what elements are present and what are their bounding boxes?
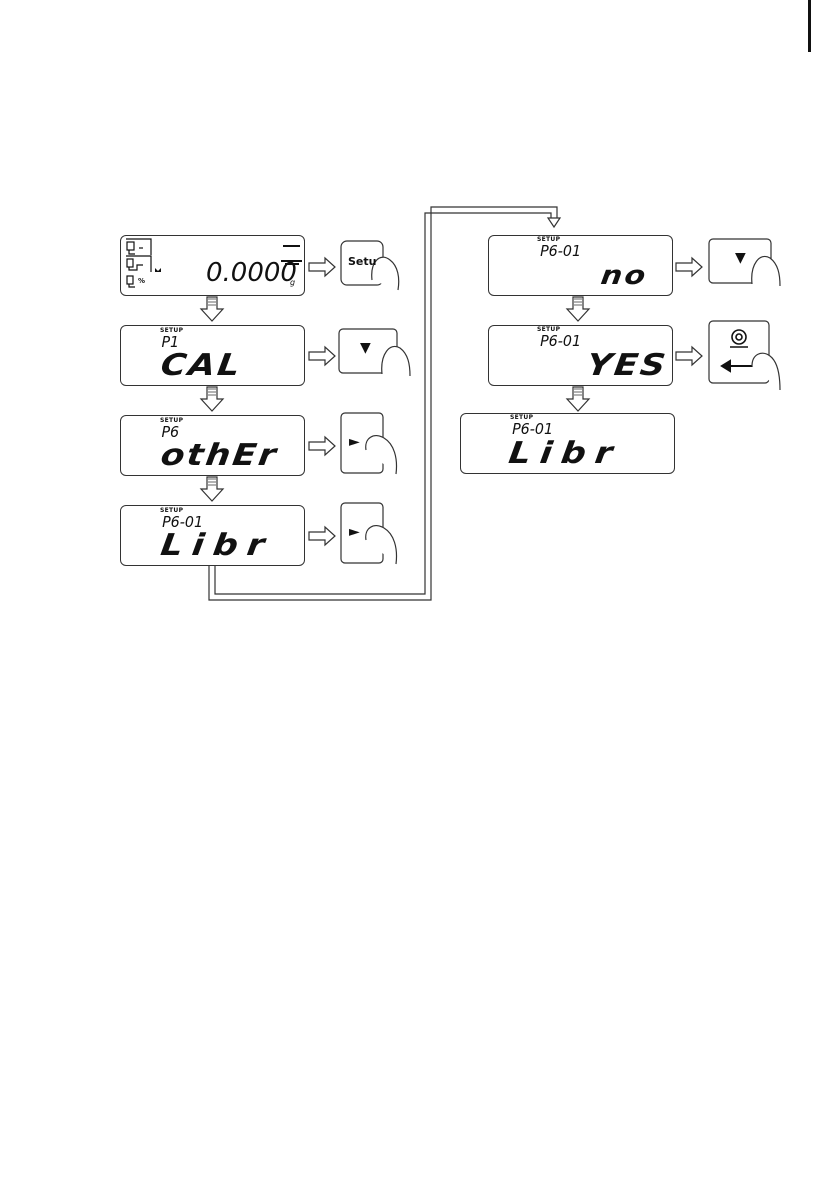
down-key-2[interactable]: ▼ — [708, 238, 782, 286]
down-arrow-icon: ▼ — [360, 340, 371, 356]
arrow-down-5 — [567, 387, 589, 411]
menu-value: Libr — [507, 436, 624, 471]
arrow-down-1 — [201, 297, 223, 321]
down-arrow-icon: ▼ — [735, 250, 746, 266]
menu-code: P6-01 — [540, 332, 581, 350]
arrow-down-4 — [567, 297, 589, 321]
lcd-p601-libr: SETUP P6-01 Libr — [120, 505, 305, 566]
weight-readout: 0.0000 — [206, 258, 297, 288]
down-key[interactable]: ▼ — [338, 328, 412, 376]
arrow-right-3 — [309, 437, 335, 455]
right-key[interactable]: ► — [340, 412, 402, 476]
menu-value: othEr — [159, 438, 281, 473]
lcd-main-display: % 0.0000 g — [120, 235, 305, 296]
arrow-right-4 — [309, 527, 335, 545]
lcd-p601-yes: SETUP P6-01 YES — [488, 325, 673, 386]
menu-code: P6-01 — [540, 242, 581, 260]
menu-value: CAL — [159, 348, 245, 383]
arrow-down-top — [548, 218, 560, 227]
arrow-down-3 — [201, 477, 223, 501]
setup-key-label: Setu — [348, 255, 376, 268]
lcd-p6-other: SETUP P6 othEr — [120, 415, 305, 476]
weight-unit: g — [290, 278, 295, 287]
svg-text:%: % — [138, 277, 145, 285]
arrow-down-2 — [201, 387, 223, 411]
menu-value: no — [599, 261, 650, 291]
lcd-p601-no: SETUP P6-01 no — [488, 235, 673, 296]
menu-value: YES — [585, 348, 670, 383]
arrow-right-5 — [676, 258, 702, 276]
right-arrow-icon: ► — [349, 524, 360, 540]
right-arrow-icon: ► — [349, 434, 360, 450]
lcd-p1-cal: SETUP P1 CAL — [120, 325, 305, 386]
setup-key[interactable]: Setu — [340, 240, 402, 292]
arrow-right-6 — [676, 347, 702, 365]
lcd-p601-libr-final: SETUP P6-01 Libr — [460, 413, 675, 474]
enter-key[interactable] — [708, 320, 782, 392]
arrow-right-1 — [309, 258, 335, 276]
arrow-right-2 — [309, 347, 335, 365]
menu-value: Libr — [159, 528, 276, 563]
right-key-2[interactable]: ► — [340, 502, 402, 566]
